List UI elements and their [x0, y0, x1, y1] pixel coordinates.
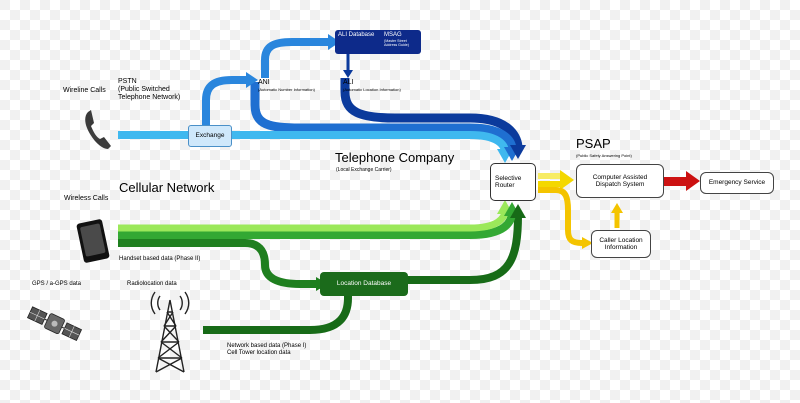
radiolocation-label: Radiolocation data — [127, 281, 177, 287]
red-arrow-head — [686, 171, 700, 191]
mobile-phone-icon — [76, 219, 110, 263]
ali-database-box: ALI Database MSAG (Master Street Address… — [335, 30, 421, 54]
cad-box: Computer Assisted Dispatch System — [576, 164, 664, 198]
psap-sublabel: (Public Safety Answering Point) — [576, 153, 632, 158]
blue-flow-ani-arrowhead — [246, 72, 258, 88]
blue-flow-dark — [340, 78, 523, 149]
telephone-company-sublabel: (Local Exchange Carrier) — [336, 167, 392, 173]
green-flow-handset — [118, 239, 318, 288]
gps-label: GPS / a-GPS data — [32, 281, 82, 287]
cad-label: Computer Assisted Dispatch System — [592, 173, 648, 188]
network-data-label: Network based data (Phase I) Cell Tower … — [227, 343, 307, 356]
yellow-flow-down — [538, 187, 584, 246]
green-flow-arrowhead-3 — [510, 204, 526, 218]
blue-flow-ali-db — [261, 38, 330, 78]
green-flow-location-out — [408, 214, 522, 284]
ali-database-label: ALI Database — [338, 32, 375, 38]
telephone-company-label: Telephone Company — [335, 150, 455, 165]
ali-label: ALI — [343, 79, 354, 86]
satellite-icon — [26, 306, 83, 342]
blue-flow-ani — [202, 76, 248, 130]
ani-label: ANI — [258, 79, 270, 86]
cellular-network-label: Cellular Network — [119, 180, 215, 195]
location-database-label: Location Database — [336, 280, 392, 288]
ali-sublabel: (Automatic Location Information) — [343, 87, 401, 92]
caller-location-up-arrowhead — [611, 203, 623, 213]
wireless-calls-label: Wireless Calls — [64, 195, 109, 202]
yellow-flow-down-arrowhead — [582, 237, 593, 249]
radio-tower-icon — [150, 291, 190, 373]
caller-location-label: Caller Location Information — [599, 236, 643, 251]
ani-sublabel: (Automatic Number Information) — [258, 87, 315, 92]
yellow-flow-arrowhead — [560, 170, 574, 190]
green-flow-mid — [118, 211, 516, 239]
selective-router-label: Selective Router — [495, 174, 522, 189]
blue-flow-ali-db-arrowhead — [328, 34, 340, 50]
emergency-service-box: Emergency Service — [700, 172, 774, 194]
wireline-calls-label: Wireline Calls — [63, 87, 106, 94]
red-arrow-body — [661, 177, 687, 186]
location-database-box: Location Database — [320, 272, 408, 296]
blue-flow-upper — [250, 82, 517, 151]
blue-flow-arrowhead-3 — [510, 145, 526, 159]
pstn-label: PSTN (Public Switched Telephone Network) — [118, 78, 181, 102]
phone-handset-icon — [85, 110, 111, 149]
psap-label: PSAP — [576, 136, 611, 151]
emergency-service-label: Emergency Service — [708, 179, 766, 187]
ali-down-arrowhead — [343, 70, 353, 78]
msag-label: MSAG — [384, 32, 402, 38]
green-flow-dark — [203, 290, 352, 334]
caller-location-box: Caller Location Information — [591, 230, 651, 258]
handset-data-label: Handset based data (Phase II) — [119, 256, 201, 262]
msag-sublabel: (Master Street Address Guide) — [384, 39, 409, 48]
selective-router-box: Selective Router — [490, 163, 536, 201]
exchange-box: Exchange — [188, 125, 232, 147]
green-flow-light — [118, 209, 509, 232]
exchange-label: Exchange — [195, 132, 225, 140]
